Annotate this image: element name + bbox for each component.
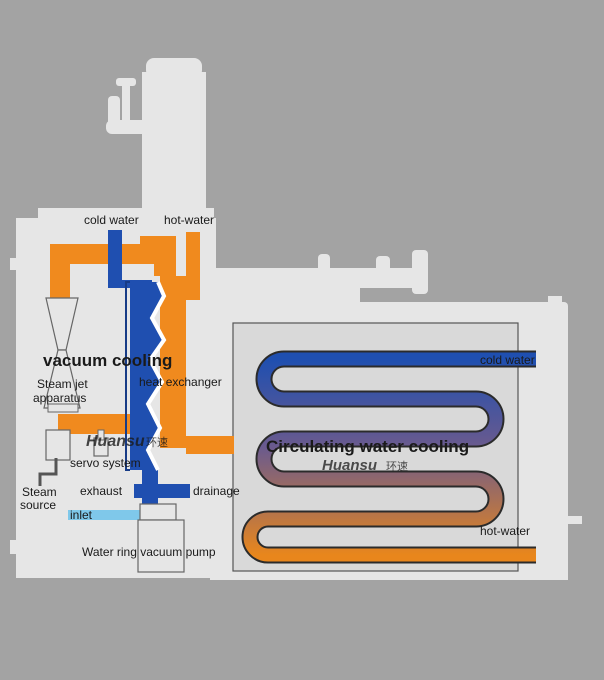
left-flange-bottom <box>10 540 22 554</box>
connector-lower-pipe <box>210 288 360 304</box>
steam-source-line <box>38 458 58 486</box>
label-cold-water-top: cold water <box>84 213 139 227</box>
exhaust-manifold <box>134 484 180 498</box>
label-heat-exchanger: heat exchanger <box>139 375 222 389</box>
connector-valve-1 <box>318 254 330 284</box>
label-vacuum-cooling: vacuum cooling <box>43 351 172 370</box>
water-ring-vacuum-pump <box>137 519 185 573</box>
label-exhaust: exhaust <box>80 484 123 498</box>
exchanger-outline <box>125 281 130 471</box>
lower-hot-pipe <box>58 414 140 434</box>
watermark-left-brand: Huansu <box>86 433 145 450</box>
steam-jet-lower <box>43 349 81 409</box>
watermark-right-brand: Huansu <box>322 457 377 474</box>
drainage-stub <box>180 484 190 498</box>
exchanger-to-coil-pipe <box>186 436 234 454</box>
cold-water-inlet-pipe <box>108 230 122 288</box>
label-source: source <box>20 498 56 512</box>
chimney-valve-post <box>122 80 130 120</box>
serpentine-coil-fill <box>243 352 536 562</box>
connector-pipe <box>210 268 424 288</box>
label-drainage: drainage <box>193 484 240 498</box>
label-servo-system: servo system <box>70 456 141 470</box>
hot-water-outlet-pipe <box>186 232 200 300</box>
chimney <box>142 72 206 222</box>
left-flange-top <box>10 258 22 270</box>
pump-head <box>139 503 177 521</box>
housing-top-rim <box>38 208 214 222</box>
label-steam: Steam <box>22 485 57 499</box>
exchanger-hot-side <box>160 276 186 448</box>
connector-valve-3 <box>412 250 428 294</box>
watermark-right-cjk: 环速 <box>386 460 408 473</box>
label-cold-water-right: cold water <box>480 353 535 367</box>
label-hot-water-right: hot-water <box>480 524 530 538</box>
tank-side-nozzle <box>564 516 582 524</box>
label-hot-water-top: hot-water <box>164 213 214 227</box>
chimney-valve-stem <box>108 96 120 130</box>
label-pump: Water ring vacuum pump <box>82 545 216 559</box>
inlet-pipe <box>68 510 148 520</box>
servo-body <box>45 429 71 461</box>
connector-valve-2 <box>376 256 390 284</box>
exchanger-plate-gap <box>145 281 167 471</box>
label-steam-jet: Steam jet <box>37 377 88 391</box>
steam-jet-base <box>47 403 79 413</box>
left-hot-drop <box>50 244 70 300</box>
label-inlet: inlet <box>70 508 93 522</box>
watermark-left-cjk: 环速 <box>146 436 168 449</box>
top-hot-riser <box>154 236 176 276</box>
servo-actuator-cap <box>97 429 105 441</box>
label-circulating-water-cooling: Circulating water cooling <box>266 437 469 456</box>
label-apparatus: apparatus <box>33 391 86 405</box>
tank-top-nozzle <box>548 296 562 312</box>
